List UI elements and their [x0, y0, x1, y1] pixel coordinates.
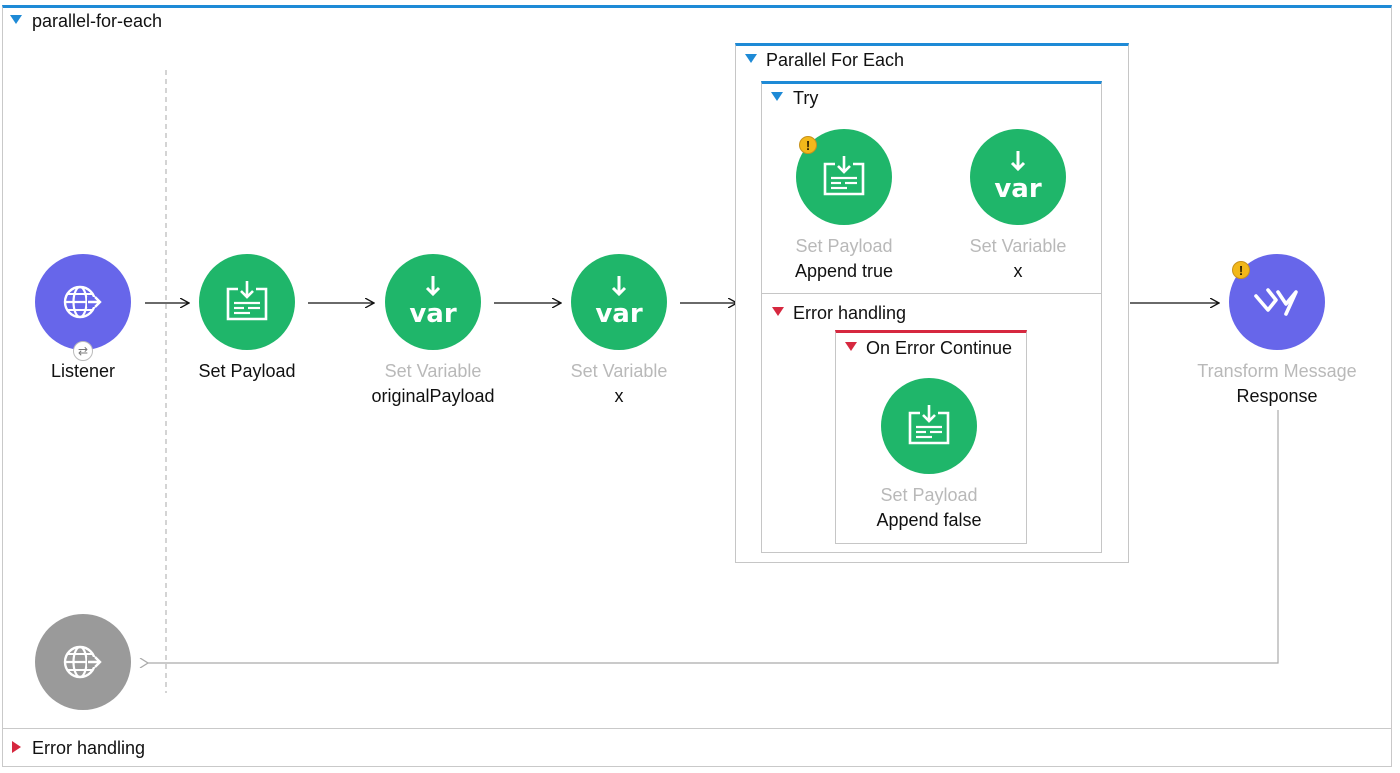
set-payload-icon [823, 156, 865, 196]
flow-title[interactable]: parallel-for-each [32, 11, 163, 31]
warning-icon[interactable]: ! [799, 136, 817, 154]
set-variable-type-label: Set Variable [384, 361, 482, 381]
set-payload-icon [226, 281, 268, 321]
var-icon: var [595, 276, 643, 329]
listener-response-node[interactable] [35, 614, 131, 710]
svg-text:var: var [994, 174, 1041, 204]
transform-type-label: Transform Message [1197, 361, 1357, 381]
try-set-payload-type-label: Set Payload [795, 236, 893, 256]
set-variable-original-payload-node[interactable]: var [385, 254, 481, 350]
error-handling-divider [762, 293, 1101, 294]
svg-text:var: var [409, 299, 456, 329]
globe-icon [63, 645, 102, 679]
parallel-for-each-title: Parallel For Each [766, 50, 905, 70]
set-payload-icon [908, 405, 950, 445]
transform-name-label: Response [1236, 386, 1318, 406]
listener-label: Listener [50, 361, 116, 381]
response-connector [148, 410, 1279, 663]
error-set-payload-type-label: Set Payload [880, 485, 978, 505]
error-handling-bar-divider [2, 728, 1392, 729]
on-error-continue-title: On Error Continue [866, 338, 1013, 358]
set-variable-x-node[interactable]: var [571, 254, 667, 350]
set-payload-node[interactable] [199, 254, 295, 350]
error-set-payload-name-label: Append false [876, 510, 982, 530]
error-handling-title: Error handling [793, 303, 907, 323]
try-set-variable-node[interactable]: var [970, 129, 1066, 225]
try-set-variable-name-label: x [1013, 261, 1023, 281]
var-icon: var [994, 151, 1042, 204]
error-set-payload-node[interactable] [881, 378, 977, 474]
collapse-scope-icon[interactable] [745, 54, 757, 63]
flow-error-handling-label[interactable]: Error handling [32, 738, 146, 758]
collapse-flow-icon[interactable] [10, 15, 22, 24]
var-icon: var [409, 276, 457, 329]
set-variable-name-label: originalPayload [371, 386, 495, 406]
set-variable-name-label: x [614, 386, 624, 406]
try-title: Try [793, 88, 819, 108]
swap-icon: ⇄ [73, 341, 93, 361]
collapse-try-icon[interactable] [771, 92, 783, 101]
svg-text:var: var [595, 299, 642, 329]
warning-icon[interactable]: ! [1232, 261, 1250, 279]
collapse-error-handling-icon[interactable] [772, 307, 784, 316]
collapse-on-error-icon[interactable] [845, 342, 857, 351]
try-set-variable-type-label: Set Variable [969, 236, 1067, 256]
globe-icon [63, 285, 102, 319]
flow-container [2, 5, 1392, 767]
set-variable-type-label: Set Variable [570, 361, 668, 381]
listener-node[interactable] [35, 254, 131, 350]
try-set-payload-name-label: Append true [794, 261, 894, 281]
set-payload-label: Set Payload [198, 361, 296, 381]
expand-error-handling-icon[interactable] [12, 741, 21, 753]
dataweave-icon [1254, 288, 1298, 316]
